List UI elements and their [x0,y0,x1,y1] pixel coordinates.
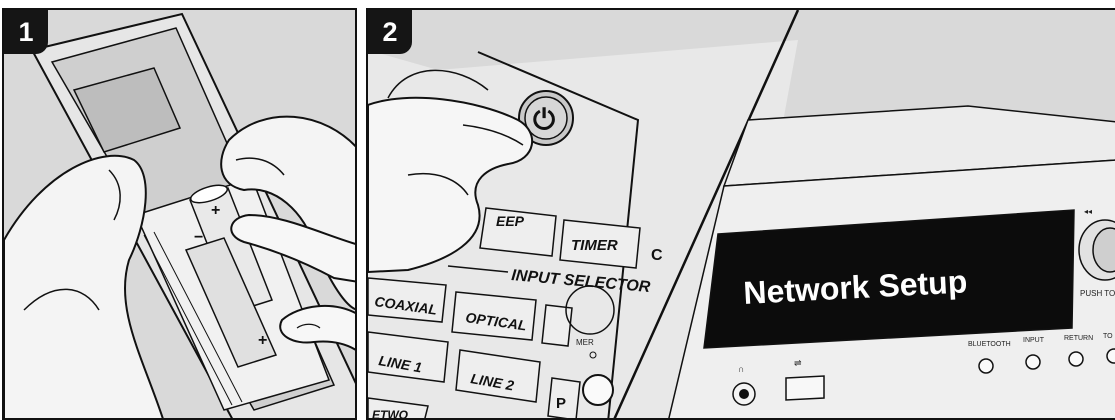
power-on-illustration: ⏻ EEP TIMER C INPUT SELECTOR COAXIAL OPT… [368,10,1115,420]
step-2-panel: 2 ⏻ EEP TIMER C INPUT SELECTOR COAXIAL [366,8,1115,420]
battery-lower: + [184,237,278,368]
step-2-badge: 2 [368,10,412,54]
network-button[interactable] [368,397,429,420]
remote-round-button[interactable] [582,374,614,406]
line1-button[interactable] [368,331,449,383]
to-label: TO [1103,333,1113,340]
pressing-finger [230,213,355,283]
dimmer-label: MER [576,338,594,347]
headphone-icon: ∩ [738,364,744,374]
sleep-button[interactable] [479,207,557,257]
input-label: INPUT [1023,337,1045,344]
lower-finger [279,304,355,351]
power-button[interactable]: ⏻ [518,90,574,146]
skip-back-icon: ◂◂ [1084,207,1092,216]
remote-top-window [72,67,182,153]
front-display: Network Setup [703,209,1075,349]
return-label: RETURN [1064,335,1093,342]
usb-icon: ⇌ [794,358,802,368]
battery-plus-bottom: + [258,332,267,349]
partial-button[interactable] [541,304,573,347]
timer-button-label: TIMER [571,237,618,254]
line1-button-label: LINE 1 [377,352,423,375]
network-button-label: ETWO [372,408,409,420]
knob-label: PUSH TO E [1080,289,1115,298]
battery-upper: + − [189,184,273,313]
usb-port[interactable] [785,375,825,401]
coaxial-button[interactable] [368,277,447,323]
bluetooth-button[interactable] [978,358,994,374]
battery-insertion-illustration: + − + [4,12,355,418]
return-button[interactable] [1068,351,1084,367]
line2-button-label: LINE 2 [469,370,515,393]
top-button[interactable] [1106,348,1115,364]
power-icon: ⏻ [533,104,555,135]
pressing-hand [368,96,534,274]
optical-button[interactable] [451,291,537,341]
step-1-badge: 1 [4,10,48,54]
line2-button[interactable] [455,349,541,403]
battery-plus-top: + [211,202,220,219]
remote-edge-c: C [651,247,663,264]
partial-p-label: P [556,395,566,412]
input-button[interactable] [1025,354,1041,370]
battery-minus: − [194,229,203,246]
timer-button[interactable] [559,219,641,269]
bluetooth-label: BLUETOOTH [968,341,1011,348]
partial-p-button[interactable] [547,377,581,420]
sleep-button-label: EEP [496,213,525,229]
step-1-panel: 1 + − + [2,8,357,420]
panel-divider [613,10,800,418]
left-hand [4,154,164,418]
volume-knob[interactable] [1078,219,1115,281]
